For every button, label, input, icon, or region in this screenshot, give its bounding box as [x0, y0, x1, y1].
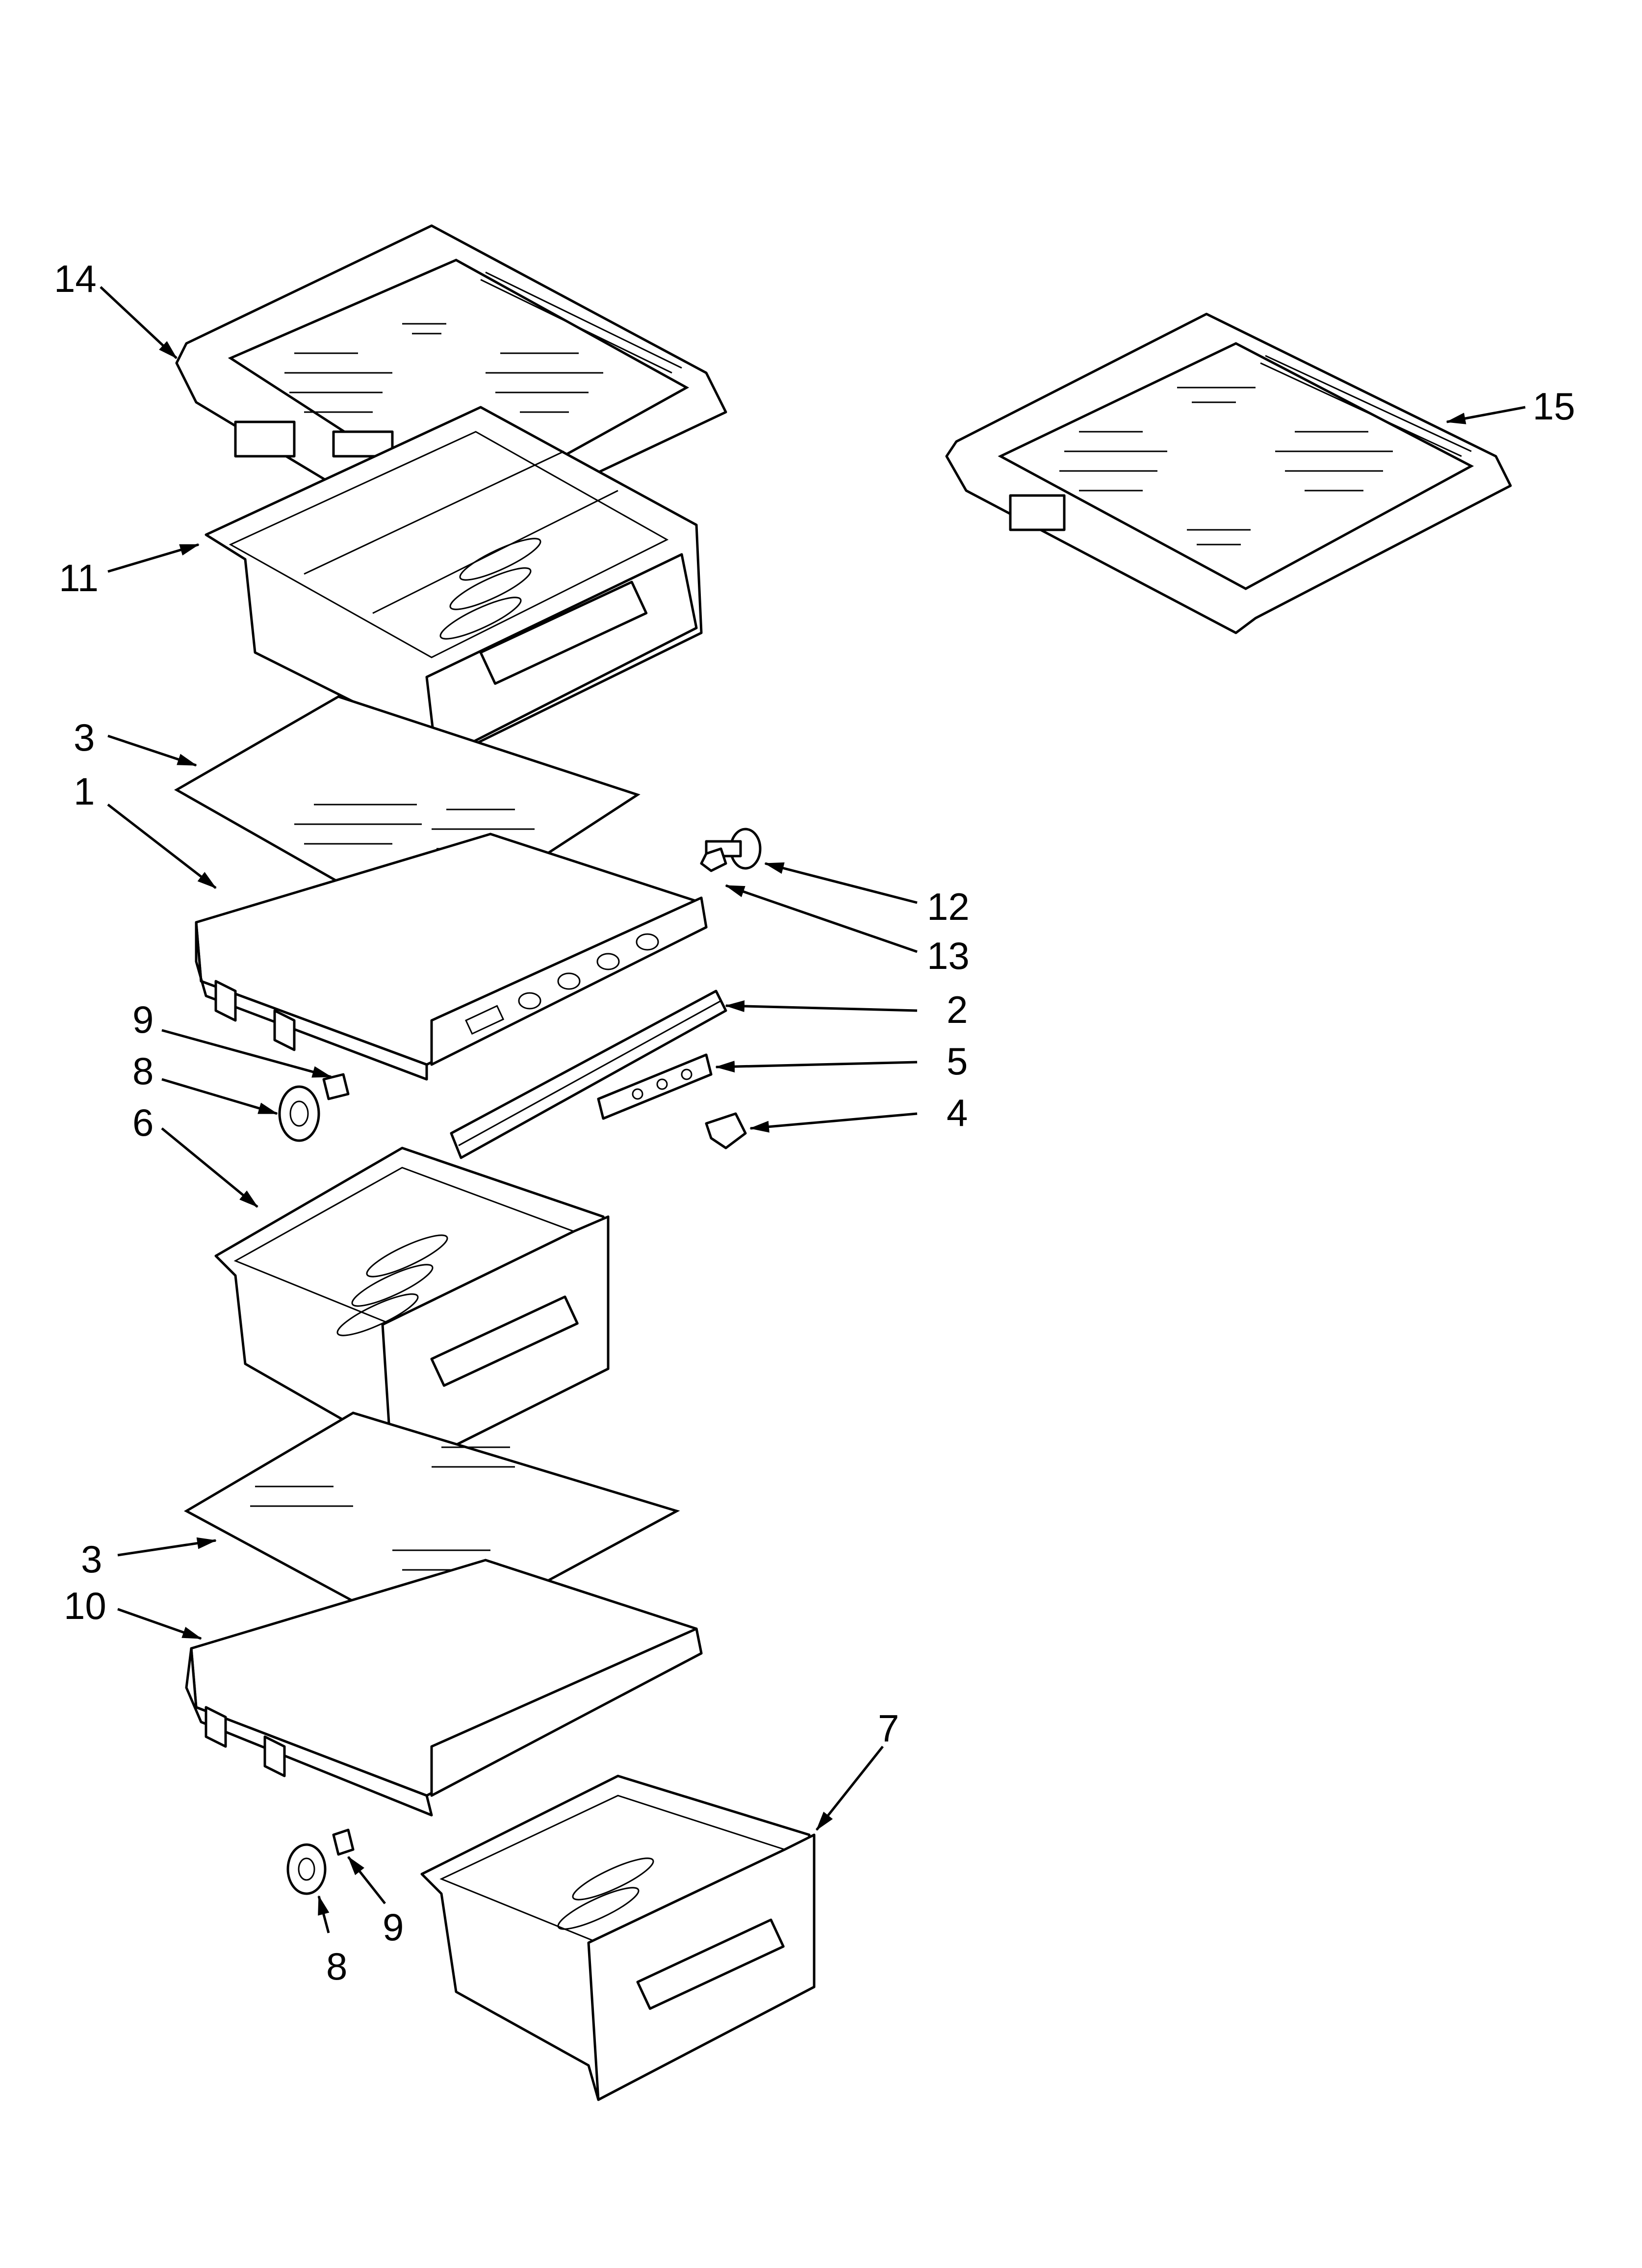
callout-4: 4: [947, 1091, 968, 1134]
roller-8-lower: [286, 1843, 327, 1895]
callout-9-lower: 9: [383, 1905, 404, 1949]
roller-8-upper: [278, 1085, 320, 1142]
callout-12: 12: [927, 885, 970, 928]
callout-9-upper: 9: [132, 998, 154, 1041]
callout-8-lower: 8: [326, 1945, 347, 1988]
roller-12: [705, 828, 762, 870]
drawer-7: [420, 1774, 816, 2101]
callout-3-upper: 3: [74, 716, 95, 759]
callout-14: 14: [54, 257, 97, 300]
callout-2: 2: [947, 988, 968, 1031]
callout-7: 7: [878, 1707, 899, 1750]
callout-labels: 14 15 11 3 1 12 13 2 9 5 8 4 6 3 10 7 9 …: [54, 257, 1575, 1988]
drawer-11: [205, 406, 703, 767]
latch-4: [705, 1112, 747, 1149]
screw-13: [700, 847, 727, 872]
callout-11: 11: [59, 556, 99, 600]
callout-15: 15: [1533, 385, 1575, 428]
callout-1: 1: [74, 770, 95, 813]
leader-lines: [100, 286, 1526, 1933]
slide-5: [597, 1053, 713, 1120]
drawer-6: [214, 1147, 610, 1478]
callout-5: 5: [947, 1040, 968, 1083]
frame-10: [185, 1559, 703, 1817]
screw-9-lower: [332, 1828, 355, 1856]
callout-10: 10: [64, 1584, 106, 1627]
shelf-15-glass: [945, 313, 1512, 634]
callout-8-upper: 8: [132, 1049, 154, 1093]
callout-13: 13: [927, 934, 970, 977]
callout-3-lower: 3: [81, 1538, 102, 1581]
callout-6: 6: [132, 1101, 154, 1144]
frame-1: [195, 833, 708, 1081]
screw-9-upper: [322, 1073, 350, 1100]
